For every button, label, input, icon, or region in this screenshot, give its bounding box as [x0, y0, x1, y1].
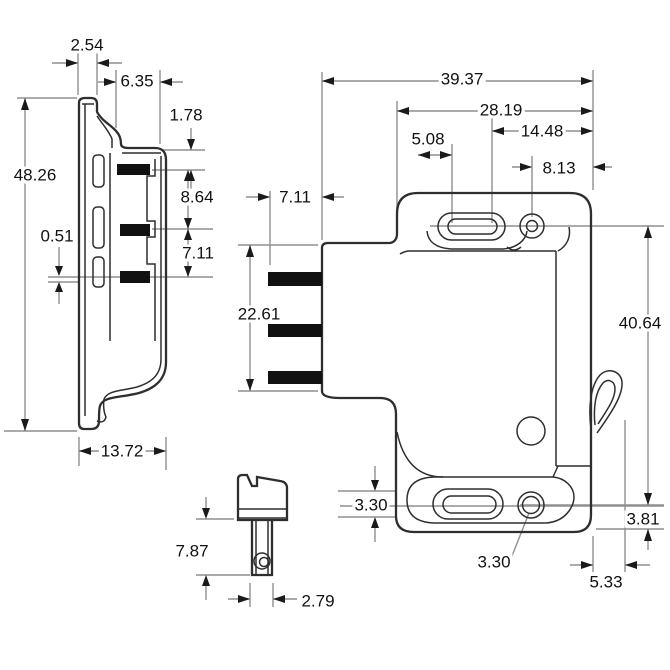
- dim-label-front-width-inner: 28.19: [477, 100, 525, 120]
- detail-stem-outline: [250, 520, 274, 577]
- dim-label-front-edge-offset: 3.81: [624, 509, 662, 529]
- side-slot-3: [92, 256, 105, 288]
- dim-label-front-hole-span: 14.48: [518, 121, 566, 141]
- front-bottom-hole-outer: [517, 491, 545, 519]
- front-top-boss-lines: [399, 226, 591, 478]
- side-terminal-3: [120, 271, 150, 283]
- dim-label-detail-width: 2.79: [299, 591, 337, 611]
- front-top-hole-outer: [519, 213, 545, 239]
- detail-hole-inner: [258, 556, 270, 568]
- dim-label-side-width-base: 13.72: [98, 441, 146, 461]
- dim-label-front-slot-inset: 5.08: [409, 129, 447, 149]
- dim-label-front-hook-offset: 5.33: [587, 572, 625, 592]
- detail-view: [236, 473, 289, 577]
- dim-label-side-width-upper: 6.35: [118, 71, 156, 91]
- side-slot-1: [92, 154, 105, 188]
- dim-label-front-width-total: 39.37: [438, 69, 486, 89]
- front-top-slot-inner: [447, 218, 498, 235]
- dim-label-front-height: 40.64: [616, 313, 664, 333]
- side-view-outline: [77, 96, 168, 431]
- dim-label-front-terminal-span: 22.61: [235, 304, 283, 324]
- front-bottom-hole-inner: [521, 495, 541, 515]
- front-view-outline: [320, 191, 593, 534]
- front-top-slot-outer: [437, 212, 506, 241]
- side-view-inner-lines: [82, 103, 162, 423]
- dimension-arrows: [21, 59, 652, 603]
- dim-label-detail-height: 7.87: [173, 541, 211, 561]
- front-mid-hole: [516, 416, 546, 446]
- front-bottom-slot-outer: [432, 488, 504, 520]
- front-bottom-slot-inner: [442, 495, 497, 514]
- dim-label-side-thickness: 0.51: [38, 226, 76, 246]
- side-view: [77, 96, 168, 431]
- dim-label-side-width-top: 2.54: [68, 35, 106, 55]
- side-terminal-1: [117, 164, 150, 175]
- dim-label-front-hole-diameter: 3.30: [475, 552, 513, 572]
- front-hook-loop: [589, 370, 623, 434]
- dim-label-front-slot-height: 3.30: [352, 495, 390, 515]
- front-top-hole-inner: [525, 219, 539, 233]
- dim-label-side-spacing-lower: 7.11: [180, 243, 216, 263]
- dim-label-front-terminal-length: 7.11: [277, 187, 313, 207]
- side-slot-2: [92, 206, 105, 249]
- detail-hole-outer: [253, 552, 271, 570]
- front-terminal-1: [268, 272, 322, 286]
- dim-label-side-spacing-upper: 8.64: [178, 187, 216, 207]
- front-terminal-2: [268, 324, 322, 337]
- front-view: [268, 191, 623, 534]
- front-bottom-crease: [396, 431, 444, 478]
- front-bottom-boss: [406, 476, 575, 524]
- dim-label-front-hole-inset: 8.13: [540, 158, 578, 178]
- detail-cap-lines: [238, 508, 287, 519]
- front-terminal-3: [268, 371, 322, 384]
- dim-label-side-height: 48.26: [11, 165, 59, 185]
- side-terminal-2: [120, 224, 150, 236]
- dim-label-side-offset-top: 1.78: [167, 105, 205, 125]
- detail-cap-outline: [236, 473, 289, 522]
